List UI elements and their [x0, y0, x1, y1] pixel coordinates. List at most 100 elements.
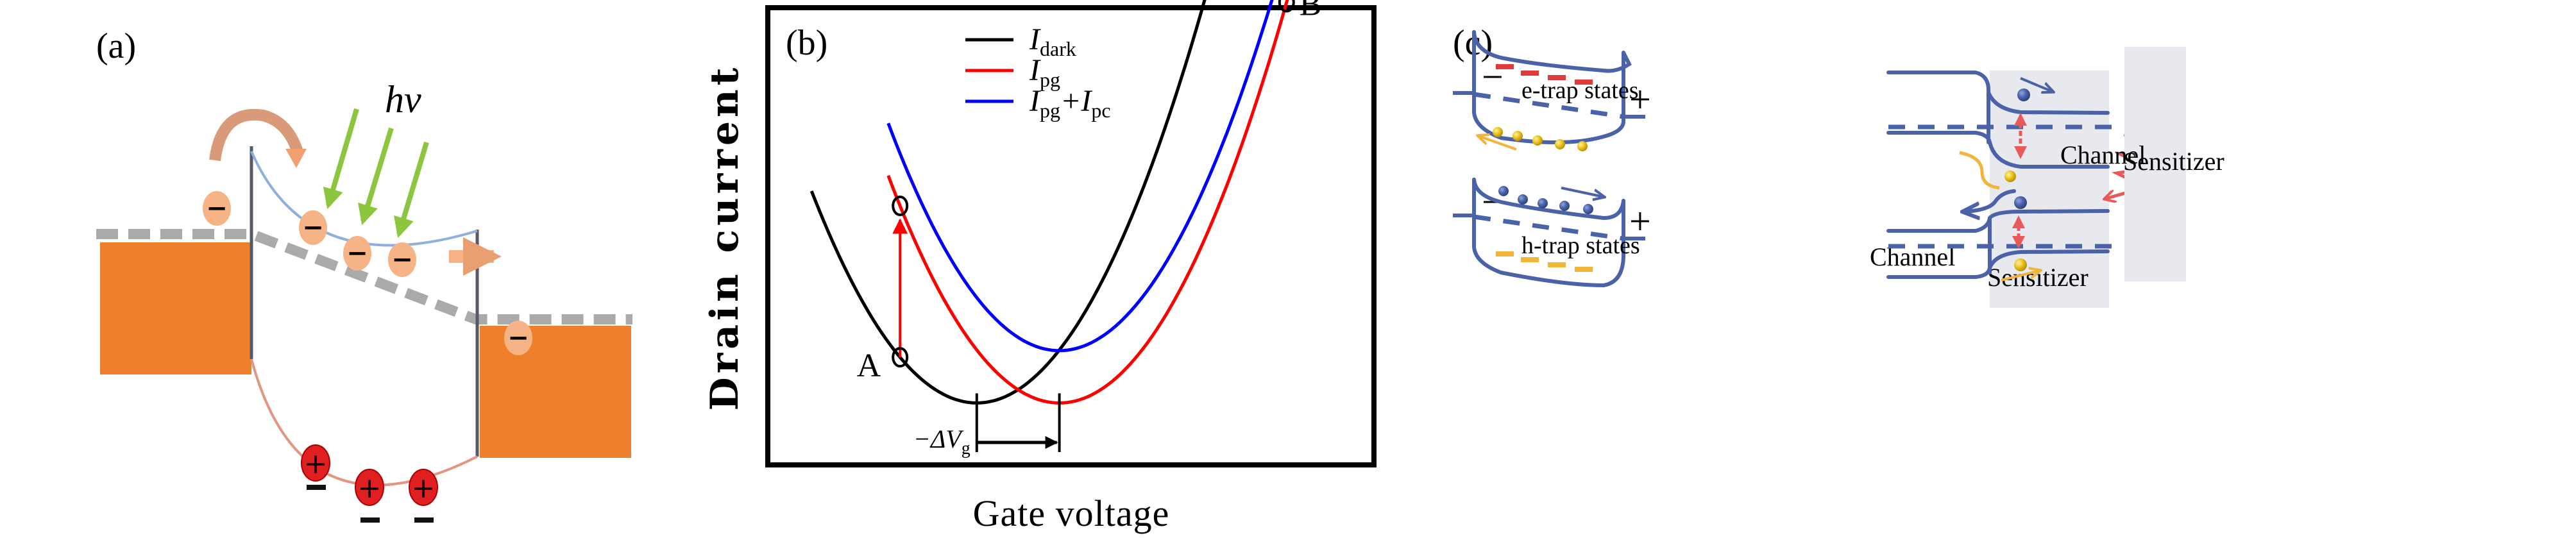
minus-sign: −: [1482, 56, 1504, 98]
transfer-arc-arrowhead-icon: [285, 149, 307, 168]
holes: [1493, 127, 1588, 151]
point-b-end-marker: [1278, 0, 1295, 13]
sensitizer-label: Sensitizer: [2123, 147, 2224, 176]
svg-text:+: +: [412, 472, 436, 505]
electrons: − − − − −: [203, 191, 532, 355]
e-trap-label: e-trap states: [1521, 77, 1639, 104]
fermi-level-dashed: [1473, 214, 1624, 241]
point-a-end-marker: [892, 196, 909, 217]
photon-arrow-icon: [358, 127, 394, 226]
channel-label: Channel: [1870, 242, 1955, 271]
svg-text:+: +: [358, 472, 382, 505]
hole-icon: [1532, 135, 1543, 146]
hole-flow-arrow-icon: [2001, 271, 2040, 282]
junction-column-1: Channel Sensitizer: [1870, 71, 2162, 308]
trap-state: [1548, 262, 1566, 267]
valence-band-curve: [250, 358, 478, 487]
series-line-i-pg: [886, 0, 1289, 405]
series-line-i-pg-i-pc: [886, 0, 1274, 353]
trap-state: [1496, 251, 1514, 256]
electron-icon: [1559, 201, 1570, 211]
electron-icon: −: [343, 236, 371, 271]
chart-annotations: A B −ΔVg: [857, 0, 1322, 458]
shift-label: −ΔVg: [913, 425, 970, 458]
plus-sign: +: [1629, 78, 1651, 121]
fermi-level-dashed: [1473, 92, 1624, 119]
point-b-label: B: [1300, 0, 1322, 22]
photon-arrow-icon: [323, 108, 359, 210]
panel-a: (a) hv − − − − −: [96, 26, 632, 523]
photon-arrows: [323, 108, 429, 239]
svg-text:−: −: [391, 244, 413, 274]
hole-icon: [1555, 139, 1565, 149]
sensitizer-region: [2124, 47, 2186, 282]
svg-text:−: −: [507, 323, 529, 353]
panel-c-junctions: Channel Sensitizer: [1870, 47, 2224, 308]
sensitizer-label: Sensitizer: [1987, 263, 2089, 292]
electron-icon: −: [504, 321, 532, 355]
valence-band-line: [1472, 30, 1625, 145]
series-line-i-dark: [809, 0, 1207, 405]
electron-flow-arrow-icon: [1561, 187, 1604, 197]
hole-icon: [2004, 171, 2016, 182]
y-axis-title: Drain current: [702, 64, 747, 411]
e-trap-diagram: − + e-trap states: [1453, 30, 1651, 151]
channel-label: Channel: [2060, 140, 2146, 169]
right-contact: [480, 326, 631, 458]
band-line: [1886, 131, 2110, 169]
svg-text:−: −: [346, 238, 368, 268]
transfer-arc-arrow-icon: [209, 108, 304, 162]
photon-arrow-icon: [394, 141, 429, 239]
band-line: [1886, 71, 1990, 144]
e-trap-states: [1496, 64, 1593, 85]
trap-state: [1496, 64, 1514, 69]
electron-icon: [2017, 88, 2030, 101]
band-line: [1886, 249, 2110, 279]
electron-flow-arrow-icon: [2020, 77, 2053, 92]
hole-icon: [2014, 258, 2027, 271]
svg-text:+: +: [304, 448, 328, 480]
electron-icon: −: [203, 191, 231, 226]
fermi-level-line: [96, 229, 632, 324]
trapped-holes: + + +: [301, 444, 438, 523]
hole-icon: [1513, 131, 1523, 141]
svg-text:−: −: [302, 212, 324, 242]
conduction-band-line: [1472, 178, 1625, 221]
hole-icon: +: [409, 469, 438, 523]
plus-sign: +: [1629, 200, 1651, 242]
panel-b: (b) Gate voltage Drain current A B −ΔVg Id…: [702, 0, 1377, 534]
hole-transfer-arrow-icon: [1959, 151, 2000, 190]
h-trap-label: h-trap states: [1521, 232, 1640, 259]
hole-icon: +: [301, 444, 330, 490]
electron-icon: [1498, 186, 1509, 196]
electron-icon: [2014, 196, 2027, 209]
h-trap-states: [1496, 251, 1593, 272]
conduction-band-line: [1472, 30, 1632, 73]
trap-state: [1521, 71, 1539, 76]
legend-label: Idark: [1029, 22, 1076, 60]
junction-column-2: Channel Sensitizer: [2060, 47, 2224, 282]
point-a-start-marker: [892, 347, 909, 368]
hole-icon: [1493, 127, 1503, 137]
hole-icon: [1577, 141, 1588, 151]
trap-state: [1575, 80, 1593, 85]
legend-label: Ipg: [1029, 53, 1060, 91]
point-a-label: A: [857, 348, 881, 384]
chart-frame: [765, 5, 1377, 467]
x-axis-title: Gate voltage: [973, 492, 1170, 534]
electron-icon: [1518, 194, 1528, 205]
panel-b-label: (b): [786, 23, 827, 63]
chart-curves: [809, 0, 1289, 405]
trap-state: [1521, 257, 1539, 262]
valence-band-line: [1472, 178, 1625, 288]
photon-label: hv: [385, 78, 421, 121]
svg-text:−: −: [206, 193, 228, 223]
trap-state: [1548, 75, 1566, 80]
electron-icon: [1538, 198, 1548, 208]
legend-label: Ipg+Ipc: [1029, 84, 1111, 122]
electron-icon: −: [388, 242, 416, 277]
panel-c: (c) − + e-trap states: [1453, 23, 1651, 288]
left-contact: [100, 242, 251, 374]
